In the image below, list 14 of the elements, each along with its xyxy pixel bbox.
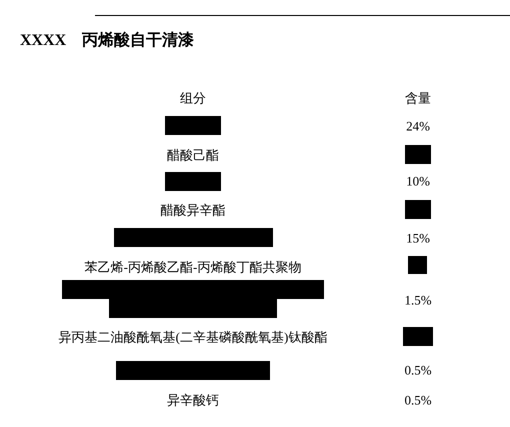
table-cell-text: 含量 — [404, 90, 432, 108]
table-cell-text: 24% — [405, 118, 431, 136]
title: XXXX 丙烯酸自干清漆 — [20, 30, 194, 51]
table-cell-text: 15% — [405, 230, 431, 248]
table-cell-text: 异辛酸钙 — [166, 392, 220, 410]
table-cell-text: 1.5% — [403, 292, 433, 310]
table-cell-text: 异丙基二油酸酰氧基(二辛基磷酸酰氧基)钛酸酯 — [58, 328, 328, 346]
table-cell-text: 组分 — [179, 90, 207, 108]
table-cell-text: 醋酸异辛酯 — [160, 202, 226, 220]
table-cell-text: 苯乙烯-丙烯酸乙酯-丙烯酸丁酯共聚物 — [84, 258, 302, 276]
table-cell-text: 0.5% — [403, 392, 433, 410]
table-cell-text: 10% — [405, 172, 431, 190]
table-cell-text: 醋酸己酯 — [166, 146, 220, 164]
table-cell-text: 0.5% — [403, 362, 433, 380]
